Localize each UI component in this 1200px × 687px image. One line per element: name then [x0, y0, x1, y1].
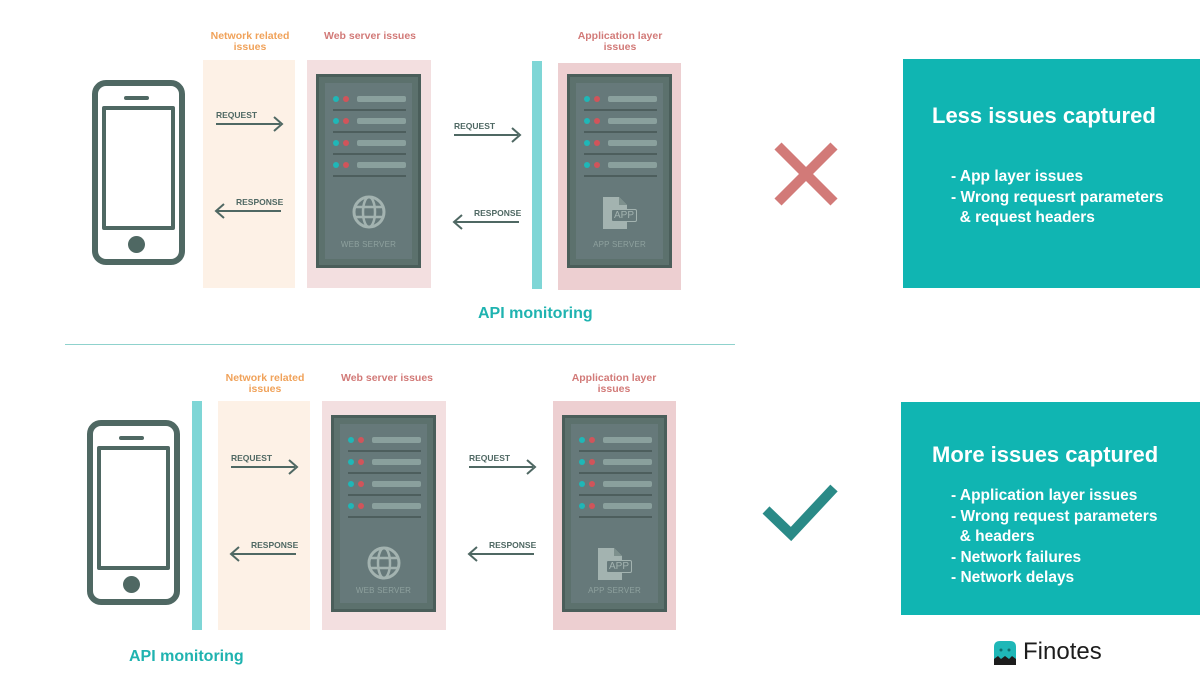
arrow-right-icon [511, 127, 522, 143]
list-item: - App layer issues [951, 168, 1084, 185]
network-zone [218, 401, 310, 630]
response-label: RESPONSE [251, 540, 299, 550]
request-label: REQUEST [469, 453, 511, 463]
list-item: - Wrong requesrt parameters [951, 188, 1164, 206]
response-arrow [217, 210, 281, 212]
web-server-issues-label: Web server issues [340, 372, 434, 384]
response-arrow [232, 553, 296, 555]
request-label: REQUEST [216, 110, 258, 120]
list-item: - Network failures [951, 548, 1082, 566]
request-label: REQUEST [454, 121, 496, 131]
api-monitoring-label: API monitoring [478, 305, 593, 322]
rack-row [584, 155, 657, 177]
rack-row [584, 133, 657, 155]
web-server-issues-label: Web server issues [323, 30, 417, 42]
more-issues-panel: More issues captured - Application layer… [901, 402, 1200, 615]
request-arrow [216, 123, 280, 125]
app-server: APP APP SERVER [567, 74, 672, 268]
status-led-teal [333, 96, 339, 102]
api-monitoring-label: API monitoring [129, 648, 244, 665]
rack-row [584, 89, 657, 111]
app-server: APP APP SERVER [562, 415, 667, 612]
app-server-caption: APP SERVER [593, 240, 646, 249]
more-issues-list: - Application layer issues - Wrong reque… [951, 486, 1157, 589]
rack-row [333, 155, 406, 177]
arrow-left-icon [214, 203, 225, 219]
globe-icon [367, 546, 401, 580]
arrow-right-icon [526, 459, 537, 475]
globe-icon [352, 195, 386, 229]
request-label: REQUEST [231, 453, 273, 463]
rack-row [333, 133, 406, 155]
list-item: & request headers [951, 209, 1095, 226]
arrow-right-icon [273, 116, 284, 132]
more-issues-title: More issues captured [932, 442, 1159, 467]
app-icon-text: APP [611, 209, 638, 222]
less-issues-list: - App layer issues - Wrong requesrt para… [951, 167, 1163, 229]
less-issues-title: Less issues captured [932, 103, 1156, 128]
list-item: - Wrong request parameters [951, 507, 1158, 525]
rack-row [584, 111, 657, 133]
response-label: RESPONSE [489, 540, 537, 550]
arrow-right-icon [288, 459, 299, 475]
phone-screen [102, 106, 175, 230]
list-item: & headers [951, 528, 1035, 545]
network-issues-label: Network related issues [225, 372, 305, 395]
app-server-caption: APP SERVER [588, 586, 641, 595]
web-server-caption: WEB SERVER [355, 586, 412, 595]
list-item: - Network delays [951, 569, 1075, 586]
list-item: - Application layer issues [951, 487, 1138, 504]
rack-row [333, 89, 406, 111]
request-arrow [469, 466, 533, 468]
api-monitoring-bar [192, 401, 202, 630]
rack-row [333, 111, 406, 133]
response-label: RESPONSE [474, 208, 522, 218]
app-file-icon: APP [598, 548, 633, 580]
web-server: WEB SERVER [316, 74, 421, 268]
cross-icon [774, 142, 838, 206]
network-zone [203, 60, 295, 288]
response-label: RESPONSE [236, 197, 284, 207]
finotes-logo-text: Finotes [1023, 638, 1102, 665]
app-layer-issues-label: Application layer issues [571, 372, 657, 395]
phone-icon [92, 80, 185, 265]
request-arrow [231, 466, 295, 468]
phone-home-button [128, 236, 145, 253]
request-arrow [454, 134, 518, 136]
app-file-icon: APP [603, 197, 638, 229]
network-issues-label: Network related issues [210, 30, 290, 53]
arrow-left-icon [229, 546, 240, 562]
check-icon [762, 484, 838, 542]
arrow-left-icon [467, 546, 478, 562]
app-icon-text: APP [606, 560, 633, 573]
less-issues-panel: Less issues captured - App layer issues … [903, 59, 1200, 288]
response-arrow [455, 221, 519, 223]
phone-speaker [124, 96, 149, 100]
finotes-logo: Finotes [992, 638, 1102, 666]
finotes-logo-icon [994, 641, 1016, 665]
section-divider [65, 344, 735, 345]
arrow-left-icon [452, 214, 463, 230]
response-arrow [470, 553, 534, 555]
status-led-red [343, 96, 349, 102]
web-server-caption: WEB SERVER [340, 240, 397, 249]
phone-icon [87, 420, 180, 605]
api-monitoring-bar [532, 61, 542, 289]
web-server: WEB SERVER [331, 415, 436, 612]
app-layer-issues-label: Application layer issues [577, 30, 663, 53]
